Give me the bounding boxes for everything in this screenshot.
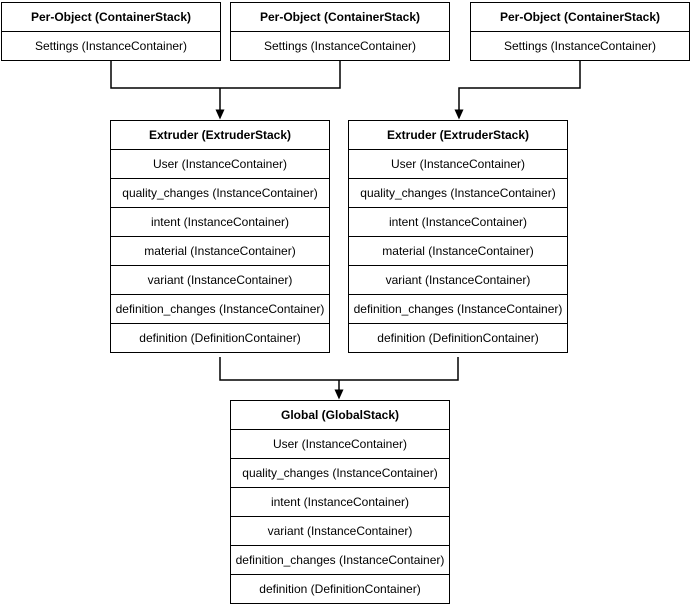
arrowhead-extruder1 <box>215 109 225 120</box>
row-variant: variant (InstanceContainer) <box>111 265 329 294</box>
row-quality-changes: quality_changes (InstanceContainer) <box>231 458 449 487</box>
row-material: material (InstanceContainer) <box>349 236 567 265</box>
row-definition-changes: definition_changes (InstanceContainer) <box>231 545 449 574</box>
row-variant: variant (InstanceContainer) <box>231 516 449 545</box>
connector-perobject3-elbow <box>458 61 581 110</box>
row-settings: Settings (InstanceContainer) <box>471 31 689 60</box>
row-intent: intent (InstanceContainer) <box>231 487 449 516</box>
box-title: Extruder (ExtruderStack) <box>386 128 530 142</box>
extruder-stack-box-2: Extruder (ExtruderStack) User (InstanceC… <box>348 120 568 353</box>
per-object-stack-box-2: Per-Object (ContainerStack) Settings (In… <box>230 2 450 61</box>
row-definition-changes: definition_changes (InstanceContainer) <box>111 294 329 323</box>
row-user: User (InstanceContainer) <box>349 149 567 178</box>
connector-extruders-merge <box>219 357 459 381</box>
arrowhead-global <box>334 389 344 400</box>
row-definition: definition (DefinitionContainer) <box>349 323 567 352</box>
row-settings: Settings (InstanceContainer) <box>231 31 449 60</box>
row-settings: Settings (InstanceContainer) <box>2 31 220 60</box>
box-title: Extruder (ExtruderStack) <box>148 128 292 142</box>
arrowhead-extruder2 <box>454 109 464 120</box>
per-object-stack-box-3: Per-Object (ContainerStack) Settings (In… <box>470 2 690 61</box>
row-definition: definition (DefinitionContainer) <box>111 323 329 352</box>
row-material: material (InstanceContainer) <box>111 236 329 265</box>
extruder-stack-box-1: Extruder (ExtruderStack) User (InstanceC… <box>110 120 330 353</box>
row-intent: intent (InstanceContainer) <box>349 207 567 236</box>
row-definition: definition (DefinitionContainer) <box>231 574 449 603</box>
box-title: Per-Object (ContainerStack) <box>499 10 661 24</box>
row-variant: variant (InstanceContainer) <box>349 265 567 294</box>
row-intent: intent (InstanceContainer) <box>111 207 329 236</box>
row-user: User (InstanceContainer) <box>111 149 329 178</box>
box-title: Global (GlobalStack) <box>280 408 400 422</box>
row-quality-changes: quality_changes (InstanceContainer) <box>111 178 329 207</box>
box-title: Per-Object (ContainerStack) <box>30 10 192 24</box>
row-user: User (InstanceContainer) <box>231 429 449 458</box>
row-quality-changes: quality_changes (InstanceContainer) <box>349 178 567 207</box>
per-object-stack-box-1: Per-Object (ContainerStack) Settings (In… <box>1 2 221 61</box>
connector-perobject12-merge <box>110 61 341 89</box>
row-definition-changes: definition_changes (InstanceContainer) <box>349 294 567 323</box>
global-stack-box: Global (GlobalStack) User (InstanceConta… <box>230 400 450 604</box>
box-title: Per-Object (ContainerStack) <box>259 10 421 24</box>
